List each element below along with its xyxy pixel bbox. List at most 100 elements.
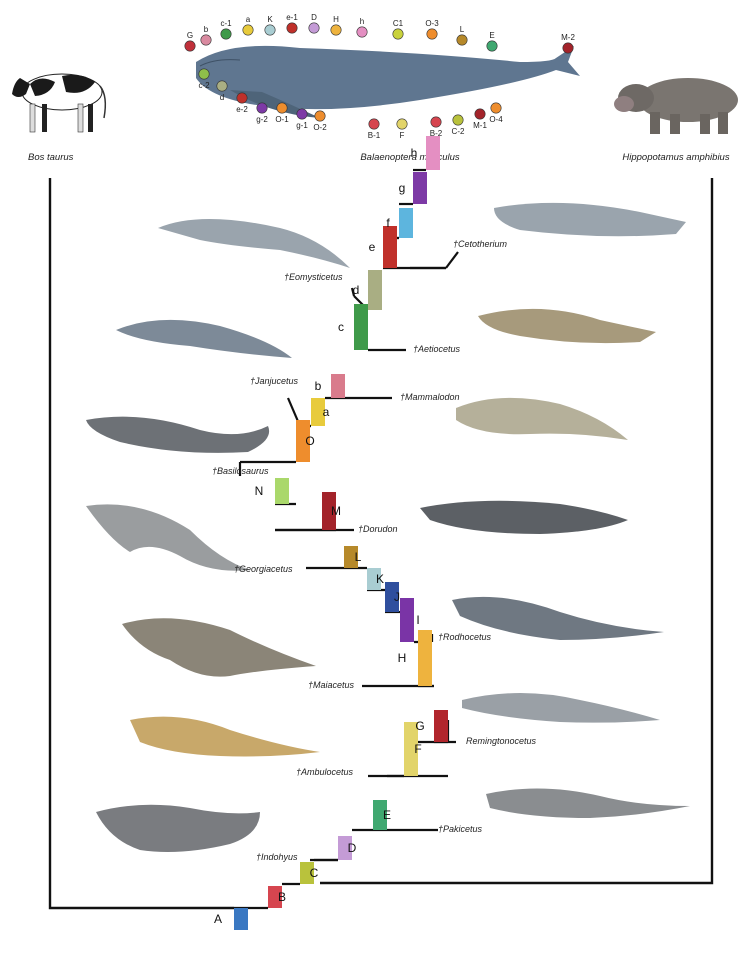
taxon-label-janjucetus: †Janjucetus <box>250 376 299 386</box>
svg-text:c-2: c-2 <box>198 81 210 90</box>
svg-text:M-1: M-1 <box>473 121 487 130</box>
node-label-G: G <box>415 719 424 733</box>
fossil-silhouette-left-4 <box>86 504 250 570</box>
svg-text:O-3: O-3 <box>425 19 439 28</box>
species-label-hippopotamus-amphibius: Hippopotamus amphibius <box>622 152 729 163</box>
svg-text:g-2: g-2 <box>256 115 268 124</box>
species-label-bos-taurus: Bos taurus <box>28 152 74 163</box>
whale-silhouette-left-3 <box>86 417 269 453</box>
taxon-label-dorudon: †Dorudon <box>358 524 398 534</box>
svg-text:O-4: O-4 <box>489 115 503 124</box>
whale-marker-O-4: O-4 <box>489 103 503 124</box>
whale-marker-F: F <box>397 119 407 140</box>
node-bar-b <box>331 374 345 398</box>
taxon-label-eomysticetus: †Eomysticetus <box>284 272 343 282</box>
fossil-silhouette-right-7 <box>486 788 690 818</box>
taxon-label-indohyus: †Indohyus <box>256 852 298 862</box>
whale-marker-M-2: M-2 <box>561 33 575 53</box>
node-bar-H <box>418 630 432 686</box>
node-label-H: H <box>398 651 407 665</box>
whale-silhouette-upper-right <box>494 203 686 236</box>
node-label-b: b <box>315 379 322 393</box>
taxon-label-cetotherium: †Cetotherium <box>453 239 508 249</box>
whale-marker-C1: C1 <box>393 19 404 39</box>
whale-silhouette-right-2 <box>478 309 656 343</box>
taxon-label-mammalodon: †Mammalodon <box>400 392 460 402</box>
node-bar-d <box>368 270 382 310</box>
svg-text:F: F <box>400 131 405 140</box>
svg-text:a: a <box>246 15 251 24</box>
whale-marker-O-2: O-2 <box>313 111 327 132</box>
node-label-A: A <box>214 912 222 926</box>
node-bar-f <box>399 208 413 238</box>
node-label-a: a <box>323 405 330 419</box>
svg-text:C1: C1 <box>393 19 404 28</box>
node-label-D: D <box>348 841 357 855</box>
whale-marker-C-2: C-2 <box>452 115 465 136</box>
svg-text:e-2: e-2 <box>236 105 248 114</box>
node-bar-c <box>354 304 368 350</box>
taxon-label-ambulocetus: †Ambulocetus <box>296 767 354 777</box>
node-label-I: I <box>416 613 419 627</box>
svg-text:h: h <box>360 17 364 26</box>
svg-text:L: L <box>460 25 465 34</box>
whale-marker-b: b <box>201 25 211 45</box>
node-label-C: C <box>310 866 319 880</box>
svg-text:H: H <box>333 15 339 24</box>
whale-marker-g-2: g-2 <box>256 103 268 124</box>
svg-text:E: E <box>489 31 494 40</box>
whale-marker-a: a <box>243 15 253 35</box>
svg-text:g-1: g-1 <box>296 121 308 130</box>
taxon-label-georgiacetus: †Georgiacetus <box>234 564 293 574</box>
node-label-F: F <box>414 742 421 756</box>
fossil-silhouette-left-5 <box>122 618 316 676</box>
whale-marker-B-2: B-2 <box>430 117 443 138</box>
svg-text:D: D <box>311 13 317 22</box>
whale-marker-e-2: e-2 <box>236 93 248 114</box>
whale-silhouette-right-3 <box>456 398 628 440</box>
node-label-B: B <box>278 890 286 904</box>
svg-text:e-1: e-1 <box>286 13 298 22</box>
node-bar-I <box>400 598 414 642</box>
whale-marker-K: K <box>265 15 275 35</box>
node-bar-h <box>426 136 440 170</box>
node-label-h: h <box>411 146 418 160</box>
node-label-L: L <box>355 550 362 564</box>
cow-illustration <box>12 74 105 132</box>
fossil-silhouette-left-7 <box>96 805 260 852</box>
whale-marker-H: H <box>331 15 341 35</box>
whale-silhouette-upper-left <box>158 219 350 268</box>
node-label-J: J <box>394 590 400 604</box>
whale-silhouette-right-4 <box>420 501 628 534</box>
whale-marker-D: D <box>309 13 319 33</box>
svg-text:O-1: O-1 <box>275 115 289 124</box>
svg-text:O-2: O-2 <box>313 123 327 132</box>
node-bar-e <box>383 226 397 268</box>
taxon-label-remingtonocetus: Remingtonocetus <box>466 736 537 746</box>
blue-whale-illustration <box>196 46 580 118</box>
node-label-E: E <box>383 808 391 822</box>
whale-marker-E: E <box>487 31 497 51</box>
node-label-N: N <box>255 484 264 498</box>
whale-marker-g-1: g-1 <box>296 109 308 130</box>
taxon-labels: †Indohyus †Pakicetus †Ambulocetus Reming… <box>212 239 537 862</box>
taxon-label-pakicetus: †Pakicetus <box>438 824 483 834</box>
node-bar-N <box>275 478 289 504</box>
node-label-e: e <box>369 240 376 254</box>
svg-text:B-1: B-1 <box>368 131 381 140</box>
whale-marker-M-1: M-1 <box>473 109 487 130</box>
svg-text:G: G <box>187 31 193 40</box>
node-bar-G <box>434 710 448 742</box>
whale-marker-B-1: B-1 <box>368 119 381 140</box>
node-bar-A <box>234 908 248 930</box>
taxon-label-basilosaurus: †Basilosaurus <box>212 466 269 476</box>
fossil-silhouette-left-6 <box>130 717 320 757</box>
node-label-M: M <box>331 504 341 518</box>
hippo-illustration <box>614 78 738 134</box>
taxon-label-aetiocetus: †Aetiocetus <box>413 344 461 354</box>
ladder-line <box>446 252 458 268</box>
node-label-d: d <box>353 283 360 297</box>
node-label-O: O <box>305 434 314 448</box>
node-bar-g <box>413 172 427 204</box>
